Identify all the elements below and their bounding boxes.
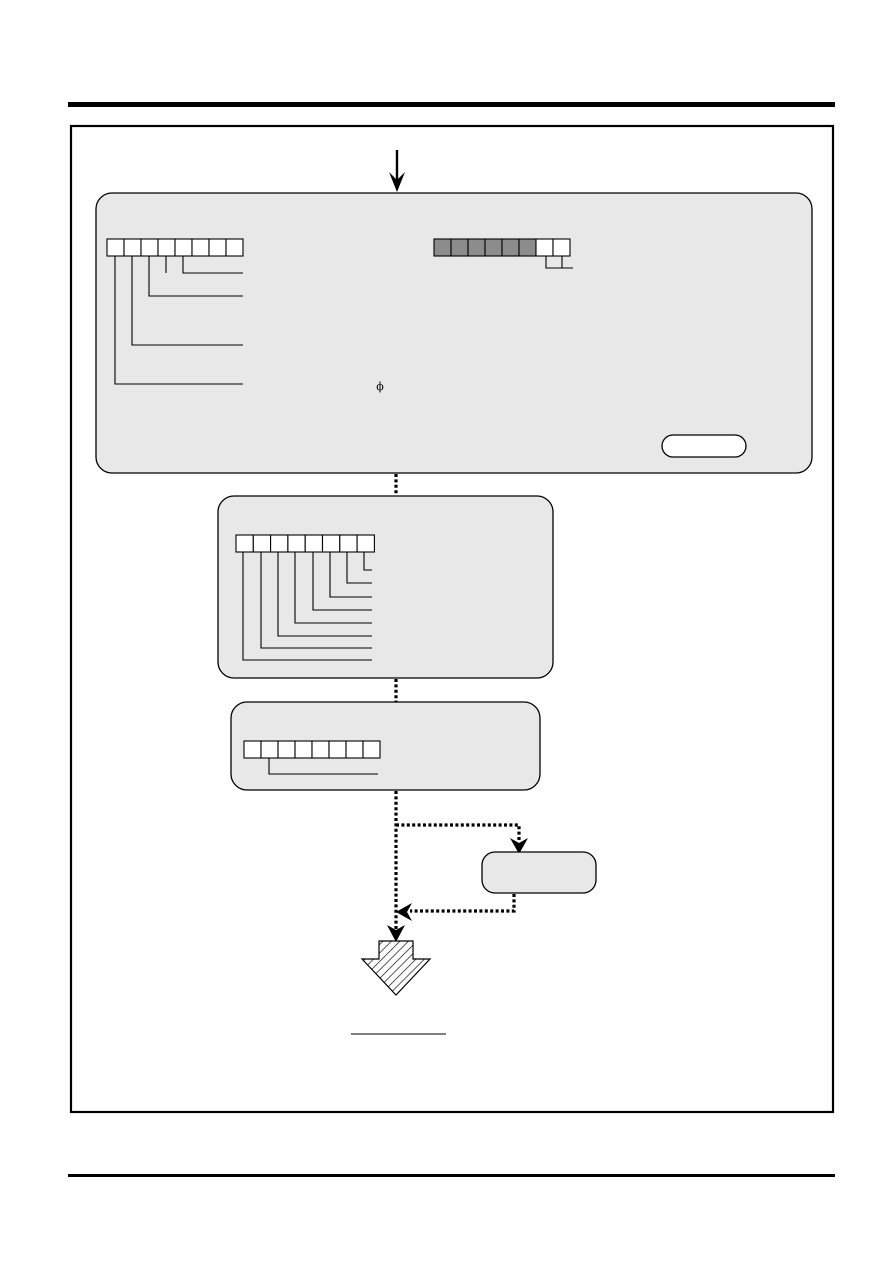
- bit-cell: [252, 534, 272, 553]
- register-3-bit-leaders: [242, 552, 372, 661]
- bit-cell: [450, 238, 469, 257]
- bit-cell: [225, 238, 244, 257]
- bit-cell: [484, 238, 503, 257]
- bit-cell: [362, 740, 381, 759]
- bit-cell: [328, 740, 347, 759]
- side-process-box: [481, 851, 597, 894]
- dotted-flow-lines: [394, 791, 521, 936]
- bit-cell: [552, 238, 571, 257]
- bit-cell: [191, 238, 210, 257]
- bit-cell: [467, 238, 486, 257]
- down-arrowhead: [387, 925, 405, 942]
- header-rule: [68, 102, 835, 107]
- bit-cell: [518, 238, 537, 257]
- bit-cell: [304, 534, 324, 553]
- register-3-bit-cells: [235, 534, 375, 553]
- bit-cell: [157, 238, 176, 257]
- register-1-bit-cells: [106, 238, 244, 257]
- status-pill: [661, 434, 747, 458]
- config-panel-2: [217, 495, 554, 679]
- bit-cell: [356, 534, 375, 553]
- bit-cell: [321, 534, 341, 553]
- return-arrowhead: [396, 903, 412, 921]
- config-panel-1: [95, 192, 813, 474]
- register-2-bit-cells: [433, 238, 571, 257]
- bit-cell: [345, 740, 364, 759]
- bit-cell: [339, 534, 358, 553]
- bit-cell: [106, 238, 125, 257]
- bit-cell: [501, 238, 520, 257]
- bit-cell: [140, 238, 159, 257]
- exit-arrow: [360, 940, 432, 996]
- bit-cell: [243, 740, 262, 759]
- bit-cell: [235, 534, 254, 553]
- bit-cell: [208, 238, 227, 257]
- figure-frame: [69, 124, 835, 1114]
- branch-arrowhead: [510, 838, 528, 854]
- bit-cell: [277, 740, 296, 759]
- config-panel-3: [230, 701, 541, 791]
- footer-rule: [68, 1174, 835, 1177]
- register-4-bit-leaders: [268, 758, 378, 775]
- bit-cell: [174, 238, 193, 257]
- register-1-bit-leaders: [114, 256, 243, 385]
- bit-cell: [535, 238, 554, 257]
- bit-cell: [123, 238, 142, 257]
- bit-cell: [287, 534, 306, 553]
- bit-cell: [294, 740, 313, 759]
- entry-arrow: [389, 150, 405, 192]
- phi-marker: ϕ: [376, 380, 384, 393]
- register-2-bit-leaders: [545, 256, 573, 269]
- bit-cell: [433, 238, 452, 257]
- bit-cell: [270, 534, 289, 553]
- bit-cell: [311, 740, 330, 759]
- register-4-bit-cells: [243, 740, 381, 759]
- bit-cell: [260, 740, 279, 759]
